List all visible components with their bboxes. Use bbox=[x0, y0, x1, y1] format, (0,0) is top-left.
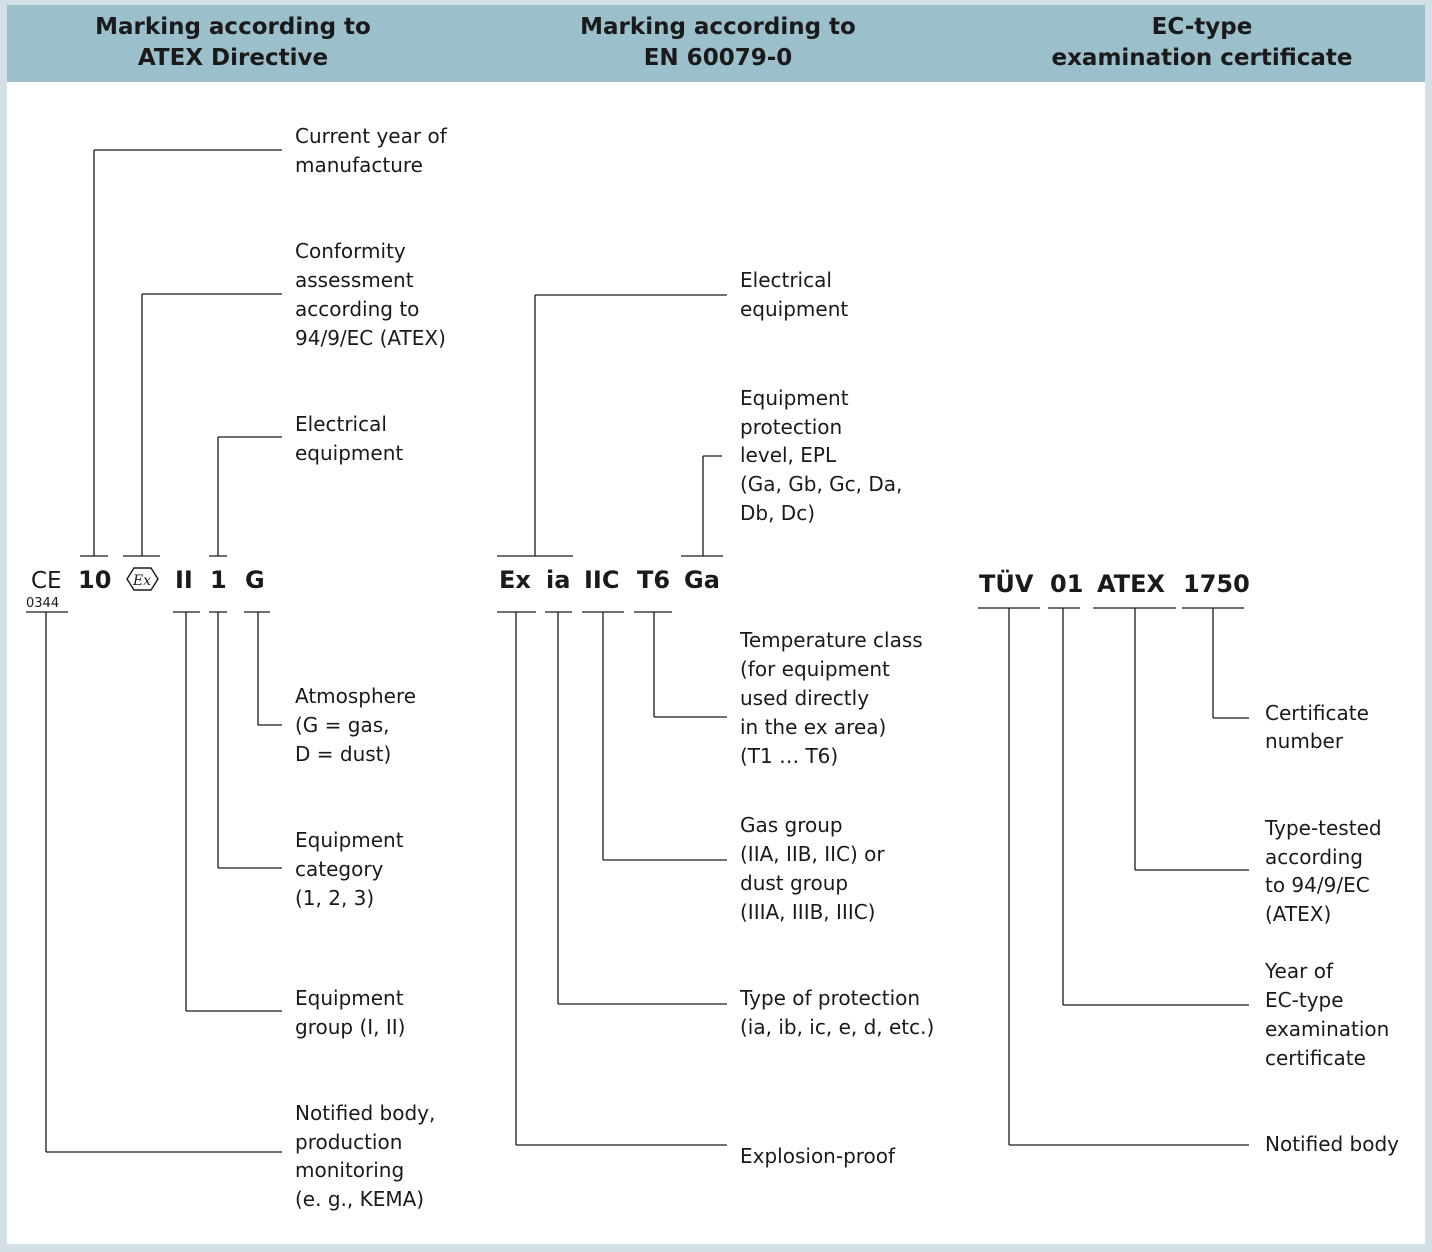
ec-certificate-code: TÜV 01 ATEX 1750 bbox=[979, 568, 1250, 598]
ec-code-atex: ATEX bbox=[1097, 570, 1165, 598]
header-en-line2: EN 60079-0 bbox=[643, 45, 793, 71]
label-conformity-assessment: Conformity assessment according to 94/9/… bbox=[295, 239, 446, 350]
label-gas-group: Gas group (IIA, IIB, IIC) or dust group … bbox=[740, 813, 891, 924]
atex-labels: Current year of manufacture Conformity a… bbox=[295, 124, 453, 1211]
page: Marking according to ATEX Directive Mark… bbox=[7, 5, 1425, 1244]
atex-connector-lines bbox=[26, 149, 282, 1153]
header-atex-line2: ATEX Directive bbox=[137, 45, 329, 71]
en-connector-lines bbox=[497, 294, 727, 1146]
header-en-line1: Marking according to bbox=[580, 14, 856, 40]
en-labels: Electrical equipment Equipment protectio… bbox=[739, 268, 934, 1168]
ec-connector-lines bbox=[978, 607, 1249, 1146]
label-equipment-group: Equipment group (I, II) bbox=[295, 986, 410, 1039]
atex-code-atmosphere: G bbox=[245, 566, 265, 594]
atex-code-group: II bbox=[175, 566, 193, 594]
label-certificate-number: Certificate number bbox=[1265, 701, 1375, 753]
label-year-ec-type: Year of EC-type examination certificate bbox=[1264, 959, 1396, 1070]
label-type-tested: Type-tested according to 94/9/EC (ATEX) bbox=[1264, 816, 1388, 926]
label-notified-body: Notified body bbox=[1265, 1132, 1399, 1156]
label-temperature-class: Temperature class (for equipment used di… bbox=[739, 628, 929, 768]
header-bar: Marking according to ATEX Directive Mark… bbox=[7, 5, 1425, 82]
atex-code-year: 10 bbox=[78, 566, 111, 594]
label-atmosphere: Atmosphere (G = gas, D = dust) bbox=[295, 684, 422, 766]
ex-hexagon-icon: Ex bbox=[126, 567, 159, 591]
ec-code-year: 01 bbox=[1050, 570, 1083, 598]
label-electrical-equipment-atex: Electrical equipment bbox=[295, 412, 403, 465]
ex-symbol: Ex bbox=[132, 573, 151, 589]
en-marking-code: Ex ia IIC T6 Ga bbox=[499, 566, 720, 594]
label-current-year: Current year of manufacture bbox=[295, 124, 453, 177]
atex-marking-code: CE 0344 10 Ex II 1 G bbox=[26, 566, 265, 611]
ce-notified-number: 0344 bbox=[26, 596, 59, 611]
label-notified-body-production: Notified body, production monitoring (e.… bbox=[295, 1101, 442, 1211]
label-explosion-proof: Explosion-proof bbox=[740, 1144, 896, 1168]
ec-labels: Certificate number Type-tested according… bbox=[1264, 701, 1399, 1156]
en-code-ex: Ex bbox=[499, 566, 531, 594]
ec-code-notified-body: TÜV bbox=[979, 568, 1034, 598]
atex-code-category: 1 bbox=[210, 566, 227, 594]
ec-code-number: 1750 bbox=[1183, 570, 1250, 598]
header-atex: Marking according to ATEX Directive bbox=[90, 12, 376, 74]
label-equipment-protection-level: Equipment protection level, EPL (Ga, Gb,… bbox=[740, 386, 909, 525]
en-code-epl: Ga bbox=[684, 566, 720, 594]
header-atex-line1: Marking according to bbox=[95, 14, 371, 40]
header-ec: EC-type examination certificate bbox=[1037, 12, 1367, 74]
en-code-protection: ia bbox=[546, 566, 570, 594]
en-code-temperature: T6 bbox=[637, 566, 670, 594]
header-ec-line1: EC-type bbox=[1151, 14, 1253, 40]
ce-mark: CE bbox=[31, 568, 62, 594]
header-ec-line2: examination certificate bbox=[1051, 45, 1353, 71]
label-electrical-equipment-en: Electrical equipment bbox=[740, 268, 848, 321]
en-code-gas-group: IIC bbox=[584, 566, 619, 594]
header-en: Marking according to EN 60079-0 bbox=[573, 12, 863, 74]
label-type-of-protection: Type of protection (ia, ib, ic, e, d, et… bbox=[739, 986, 934, 1039]
label-equipment-category: Equipment category (1, 2, 3) bbox=[295, 828, 410, 910]
